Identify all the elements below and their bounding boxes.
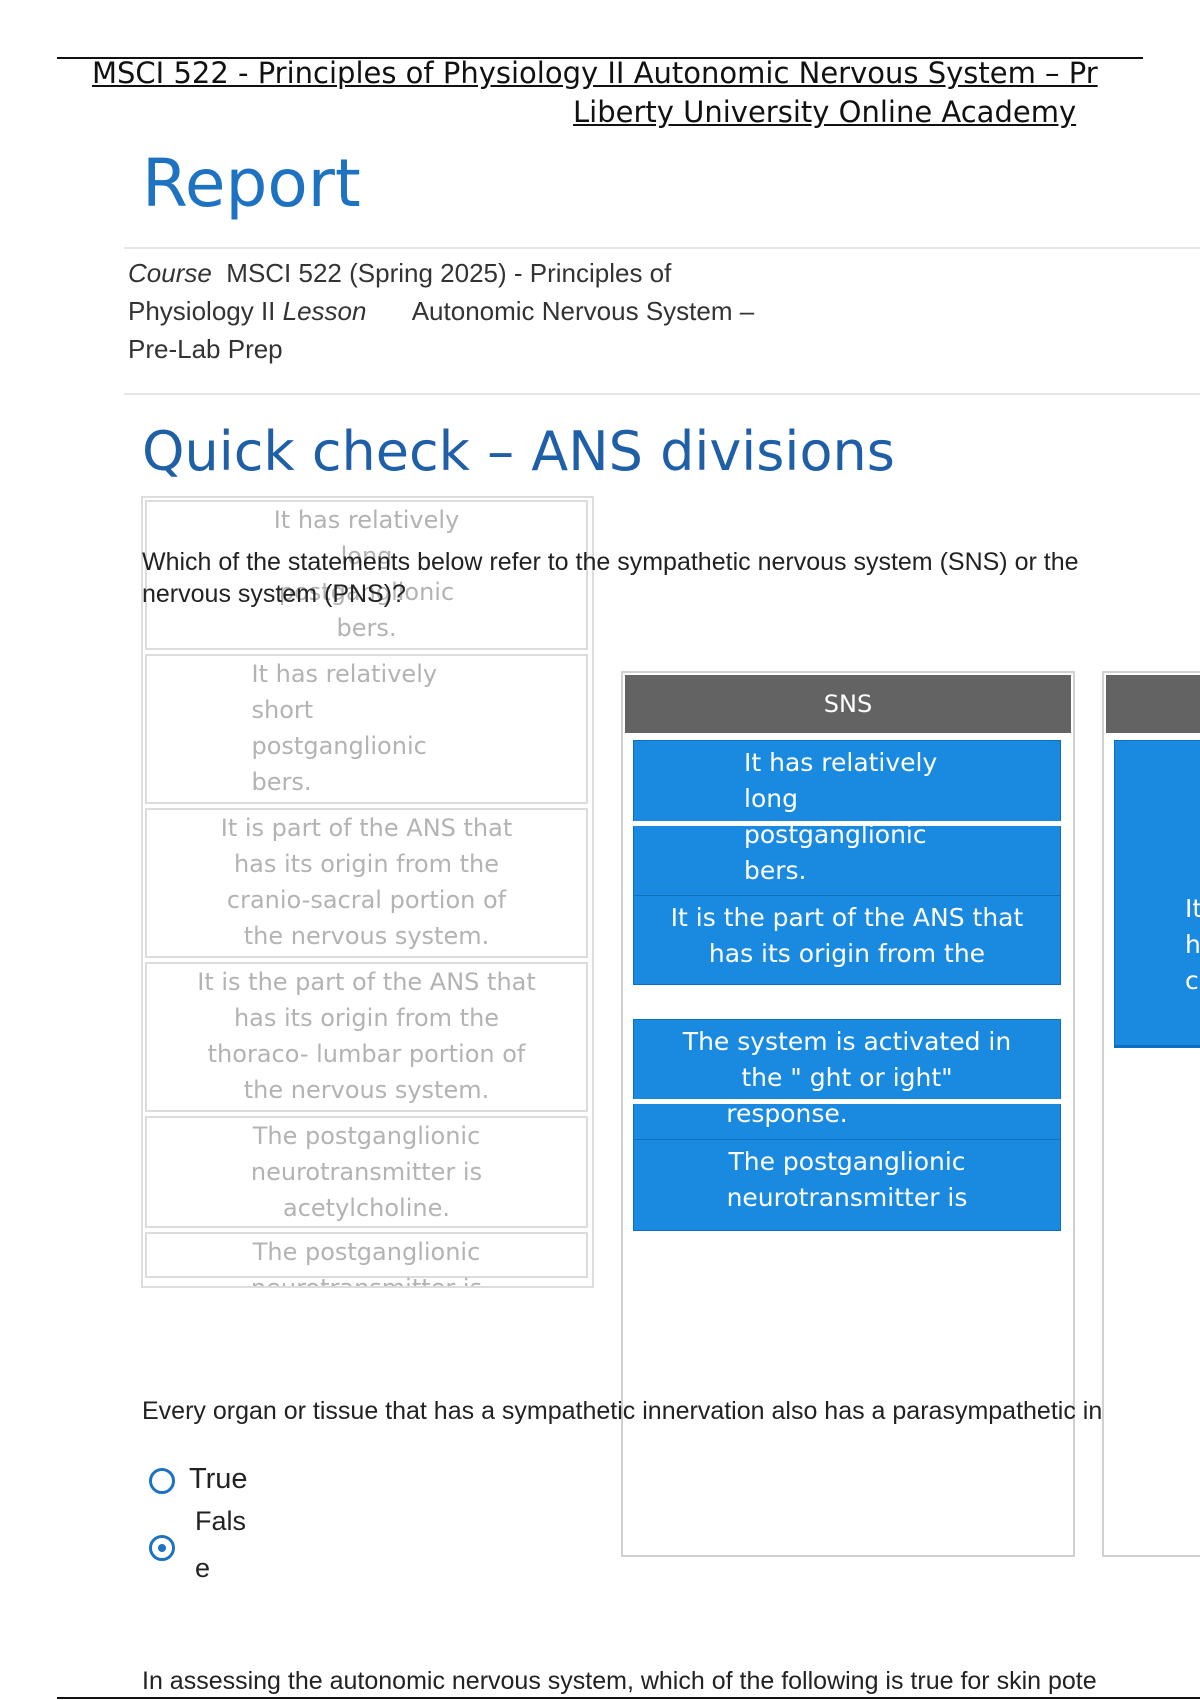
option-false-label-wrap: e (195, 1553, 211, 1583)
footer-rule (57, 1697, 1200, 1699)
question-line: Which of the statements below refer to t… (142, 548, 1079, 576)
option-false-label: Fals (195, 1506, 247, 1536)
card-divider (633, 1099, 1061, 1104)
document-header-title: MSCI 522 - Principles of Physiology II A… (92, 56, 1098, 90)
question-line: nervous system (PNS)? (142, 580, 406, 608)
document-header-subtitle: Liberty University Online Academy (573, 95, 1077, 129)
radio-false[interactable] (149, 1535, 175, 1561)
lesson-value: Autonomic Nervous System –Pre-Lab Prep (128, 296, 755, 364)
divider (124, 247, 1200, 249)
lesson-label: Lesson (282, 296, 367, 326)
divider (124, 393, 1200, 395)
pns-card[interactable]: Ithc (1114, 740, 1200, 1046)
sns-header: SNS (625, 675, 1071, 733)
card-divider (1114, 1046, 1200, 1048)
pns-header (1106, 675, 1200, 733)
card-divider (633, 821, 1061, 826)
course-label: Course (128, 258, 212, 288)
header-top-rule (57, 57, 1143, 59)
report-title: Report (142, 145, 361, 222)
pns-drop-zone[interactable]: Ithc (1102, 671, 1200, 1557)
option-true-label: True (189, 1463, 248, 1495)
question-text: In assessing the autonomic nervous syste… (142, 1667, 1097, 1695)
question-text: Every organ or tissue that has a sympath… (142, 1397, 1103, 1425)
course-meta: Course MSCI 522 (Spring 2025) - Principl… (128, 254, 828, 368)
section-title: Quick check – ANS divisions (142, 420, 895, 483)
radio-selected-dot (158, 1544, 166, 1552)
question-text: Which of the statements below refer to t… (142, 546, 1200, 610)
radio-true[interactable] (149, 1468, 175, 1494)
